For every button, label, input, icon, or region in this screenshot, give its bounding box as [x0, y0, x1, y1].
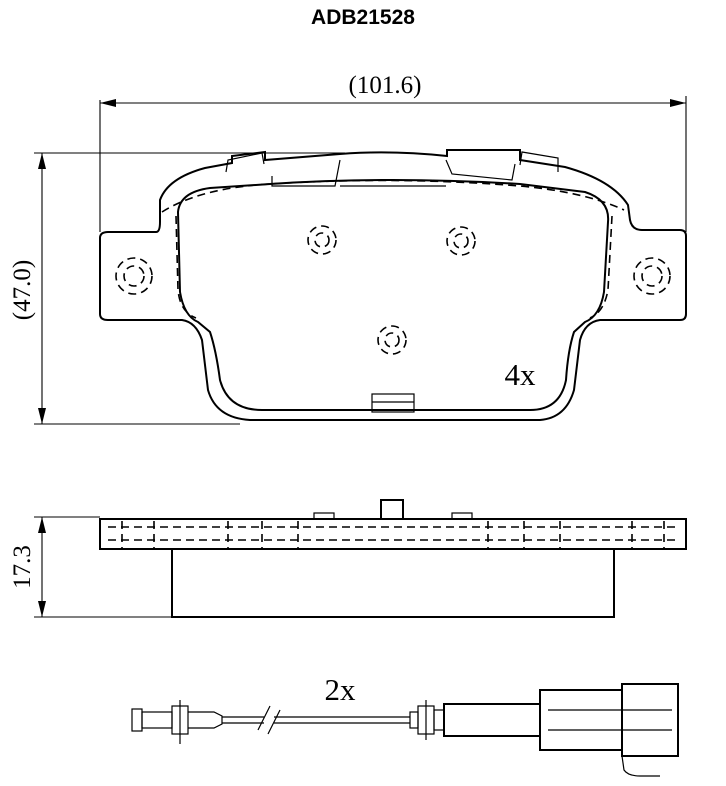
wear-sensor: 2x: [131, 672, 679, 777]
part-number-title: ADB21528: [311, 6, 415, 29]
width-dimension-label: (101.6): [349, 72, 422, 99]
backing-plate-outline: [99, 149, 687, 421]
pin-marker-1-outer: [307, 225, 337, 255]
mounting-hole-right-outer: [633, 257, 671, 295]
hidden-edge-top: [161, 179, 625, 213]
sensor-connector: [443, 703, 541, 737]
pin-marker-3-inner: [384, 332, 400, 348]
mounting-hole-left-inner: [123, 265, 145, 287]
thickness-dimension: 17.3: [9, 516, 172, 618]
wear-tab: [371, 393, 415, 413]
thickness-dimension-label: 17.3: [9, 545, 36, 589]
friction-material-outline: [176, 179, 610, 411]
width-dimension: (101.6): [99, 72, 687, 232]
notch-left: [271, 159, 341, 187]
mounting-hole-right-inner: [641, 265, 663, 287]
clip-tab-left: [225, 152, 265, 173]
mounting-hole-left-outer: [115, 257, 153, 295]
pin-marker-2-inner: [453, 233, 469, 249]
side-friction-block: [171, 548, 615, 618]
pad-top-view: (101.6) (47.0): [9, 72, 687, 425]
side-wear-tab: [380, 499, 404, 520]
height-dimension: (47.0): [9, 152, 345, 425]
pad-side-view: 17.3: [9, 499, 687, 618]
notch-right: [445, 159, 516, 181]
pin-marker-3-outer: [377, 325, 407, 355]
hidden-edge-sides: [175, 215, 613, 319]
side-backing-plate: [99, 518, 687, 550]
sensor-quantity-label: 2x: [325, 672, 357, 707]
pin-marker-2-outer: [446, 226, 476, 256]
pad-quantity-label: 4x: [505, 357, 537, 392]
pin-marker-1-inner: [314, 232, 330, 248]
clip-tab-right: [519, 151, 559, 172]
height-dimension-label: (47.0): [9, 260, 36, 320]
